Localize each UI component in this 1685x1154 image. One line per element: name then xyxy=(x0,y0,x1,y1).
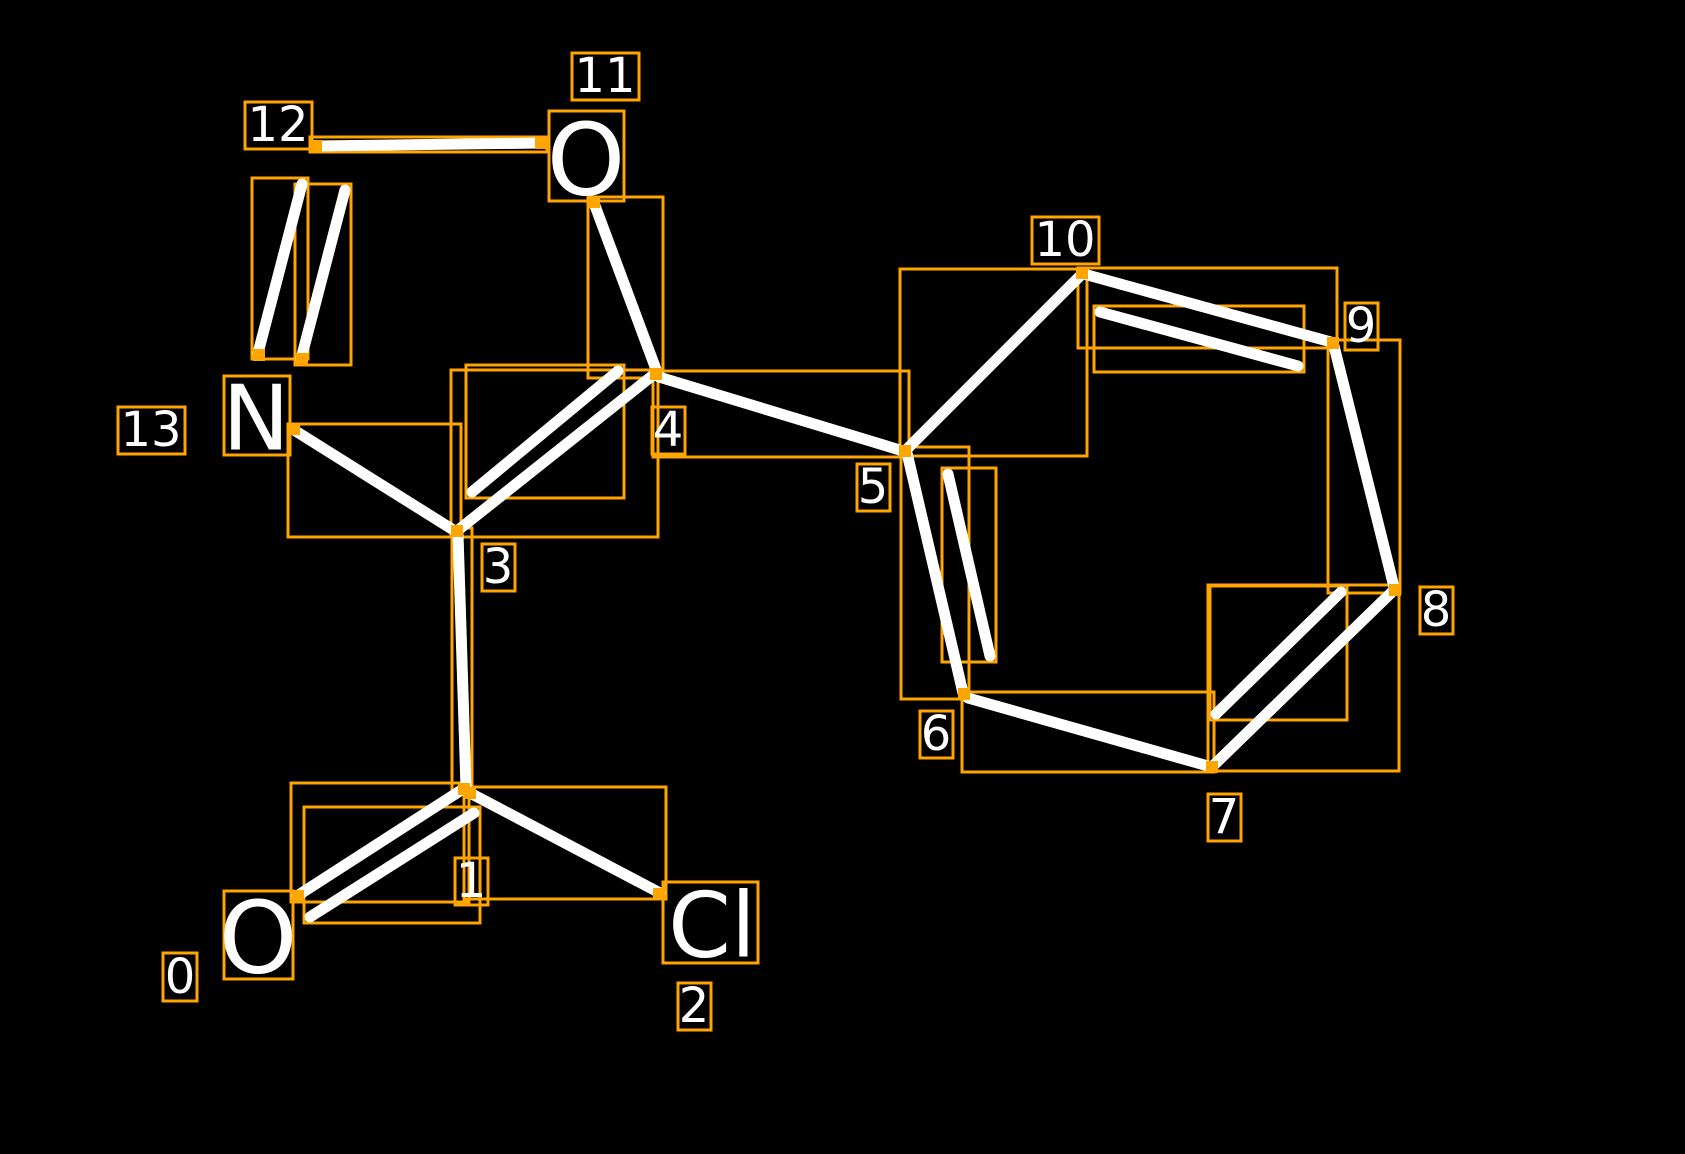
index-label-box-9 xyxy=(1343,301,1380,352)
atom-symbol-O-11: O xyxy=(547,102,626,219)
vertex-marker-4 xyxy=(451,525,463,537)
bond-9-10-line-1 xyxy=(1094,306,1304,372)
bond-5-10-box xyxy=(898,267,1089,458)
index-label-3: 3 xyxy=(483,539,514,595)
bond-5-6-line-0 xyxy=(901,447,969,699)
atom-box-11 xyxy=(547,109,626,203)
bond-3-13-box xyxy=(286,422,463,539)
index-label-4: 4 xyxy=(653,402,684,458)
index-label-box-1 xyxy=(453,856,490,907)
index-label-1: 1 xyxy=(456,853,487,909)
bond-0-1-box-1 xyxy=(302,805,482,925)
bond-3-4-line-1 xyxy=(466,365,624,498)
bond-8-9-box xyxy=(1326,338,1402,595)
index-label-box-11 xyxy=(570,51,641,102)
atom-symbol-O-0: O xyxy=(219,880,298,997)
atom-box-13 xyxy=(222,374,292,457)
bond-5-6-line-1 xyxy=(942,468,996,662)
index-label-box-12 xyxy=(243,100,314,151)
vertex-marker-1 xyxy=(535,137,547,149)
atom-symbol-Cl-2: Cl xyxy=(668,874,756,979)
vertex-marker-7 xyxy=(296,353,308,365)
vertex-marker-10 xyxy=(1327,337,1339,349)
bond-6-7 xyxy=(962,692,1214,772)
atom-box-2 xyxy=(661,880,760,965)
vertex-marker-5 xyxy=(288,423,300,435)
bond-9-10-line-0 xyxy=(1078,268,1337,348)
bond-3-13 xyxy=(288,424,461,537)
index-label-12: 12 xyxy=(247,97,308,153)
bond-1-2 xyxy=(464,787,666,899)
bond-12-13-line-1 xyxy=(295,184,351,365)
index-label-7: 7 xyxy=(1209,789,1240,845)
bond-12-13-box-0 xyxy=(250,176,310,361)
bond-4-5 xyxy=(653,371,909,457)
index-label-box-7 xyxy=(1206,792,1243,843)
bond-1-3 xyxy=(452,528,472,794)
vertex-marker-2 xyxy=(588,196,600,208)
index-label-box-4 xyxy=(650,405,687,456)
bond-7-8-box-1 xyxy=(1208,584,1349,722)
bond-4-11 xyxy=(588,197,663,378)
vertex-marker-17 xyxy=(653,888,665,900)
vertex-marker-15 xyxy=(464,787,476,799)
bond-0-1-line-1 xyxy=(304,807,480,923)
index-label-box-3 xyxy=(480,542,517,593)
vertex-marker-16 xyxy=(292,890,304,902)
index-label-box-10 xyxy=(1030,215,1101,266)
bond-1-2-box xyxy=(462,785,668,901)
bond-12-13-box-1 xyxy=(293,182,353,367)
vertex-marker-12 xyxy=(1206,761,1218,773)
bond-3-4-line-0 xyxy=(451,370,658,537)
bond-8-9 xyxy=(1328,340,1400,593)
vertex-marker-9 xyxy=(1076,267,1088,279)
index-label-2: 2 xyxy=(679,978,710,1034)
vertex-marker-11 xyxy=(1389,584,1401,596)
index-label-box-5 xyxy=(855,462,892,513)
atom-box-0 xyxy=(222,889,295,981)
bond-6-7-box xyxy=(960,690,1216,774)
index-label-9: 9 xyxy=(1346,298,1377,354)
index-label-10: 10 xyxy=(1034,212,1095,268)
bond-5-6-box-1 xyxy=(940,466,998,664)
index-label-box-6 xyxy=(918,709,955,760)
atom-symbol-N-13: N xyxy=(222,367,289,472)
index-label-0: 0 xyxy=(165,949,196,1005)
index-label-6: 6 xyxy=(921,706,952,762)
index-label-13: 13 xyxy=(120,402,181,458)
bond-7-8-line-0 xyxy=(1208,585,1399,771)
index-label-box-13 xyxy=(116,405,187,456)
bond-0-1-line-0 xyxy=(291,783,469,902)
index-label-11: 11 xyxy=(574,48,635,104)
bond-0-1-box-0 xyxy=(289,781,471,904)
bond-9-10-box-0 xyxy=(1076,266,1339,350)
bond-5-10 xyxy=(900,269,1087,456)
vertex-marker-8 xyxy=(899,445,911,457)
index-label-box-0 xyxy=(161,951,199,1003)
vertex-marker-6 xyxy=(253,349,265,361)
bond-3-4-box-1 xyxy=(464,363,626,500)
vertex-marker-3 xyxy=(650,368,662,380)
index-label-box-2 xyxy=(676,981,713,1032)
index-label-5: 5 xyxy=(858,459,889,515)
index-label-box-8 xyxy=(1418,585,1455,636)
bond-12-13-line-0 xyxy=(252,178,308,359)
vertex-marker-13 xyxy=(958,688,970,700)
bond-7-8-line-1 xyxy=(1210,586,1347,720)
bond-11-12 xyxy=(310,137,547,152)
index-label-8: 8 xyxy=(1421,582,1452,638)
